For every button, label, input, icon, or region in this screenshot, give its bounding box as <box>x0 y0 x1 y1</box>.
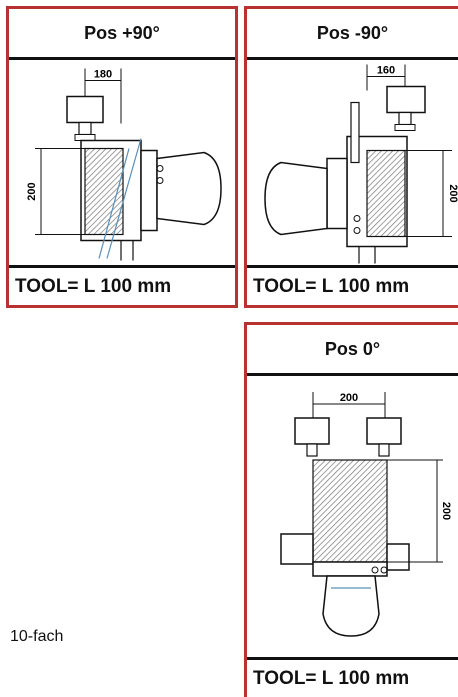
spindle-nut <box>394 124 416 131</box>
panel-pos-plus-90: Pos +90° 180 <box>6 6 238 308</box>
bolt <box>353 227 361 234</box>
housing-base <box>312 561 388 577</box>
diagram-pos-0: 200 200 <box>247 373 458 657</box>
motor-body <box>264 161 328 236</box>
housing-mast <box>350 101 360 164</box>
diagram-pos-plus-90: 180 200 <box>9 57 235 265</box>
panel-tool-label: TOOL= L 100 mm <box>9 265 235 305</box>
accent-line <box>98 148 130 259</box>
panel-title: Pos +90° <box>9 9 235 60</box>
dim-height-label: 200 <box>440 502 452 520</box>
diagram-svg: 180 200 <box>26 68 222 261</box>
housing-left <box>280 533 314 565</box>
dim-width-label: 160 <box>377 65 395 77</box>
spindle-collar <box>378 443 390 457</box>
spindle-head <box>66 95 104 124</box>
housing-side <box>140 149 158 232</box>
tool-block <box>366 149 406 238</box>
panel-title: Pos -90° <box>247 9 458 60</box>
note-text: 10-fach <box>10 628 64 645</box>
bolt <box>156 165 164 172</box>
spindle-head <box>386 85 426 114</box>
dim-height-label: 200 <box>447 184 458 202</box>
panel-tool-label: TOOL= L 100 mm <box>247 265 458 305</box>
housing-right <box>386 543 410 571</box>
panel-tool-label: TOOL= L 100 mm <box>247 657 458 697</box>
diagram-svg: 160 200 <box>264 64 458 264</box>
dim-width-label: 200 <box>340 392 358 404</box>
spindle-head-right <box>366 417 402 445</box>
bolt <box>371 566 379 574</box>
diagram-svg: 200 200 <box>280 392 452 637</box>
spindle-collar <box>306 443 318 457</box>
motor-body <box>156 151 222 226</box>
panel-title: Pos 0° <box>247 325 458 376</box>
spindle-head-left <box>294 417 330 445</box>
dim-height-label: 200 <box>26 182 38 200</box>
dim-width-label: 180 <box>94 69 112 81</box>
spindle-nut <box>74 134 96 141</box>
bolt <box>380 566 388 574</box>
tool-block <box>312 459 388 563</box>
bolt <box>353 215 361 222</box>
housing-side <box>326 157 348 230</box>
panel-pos-0: Pos 0° 200 <box>244 322 458 697</box>
bolt <box>156 177 164 184</box>
panel-pos-minus-90: Pos -90° 160 <box>244 6 458 308</box>
diagram-pos-minus-90: 160 200 <box>247 57 458 265</box>
accent-line <box>106 138 142 259</box>
spindle-collar <box>78 121 92 136</box>
spindle-collar <box>398 111 412 126</box>
motor-body <box>322 575 380 637</box>
